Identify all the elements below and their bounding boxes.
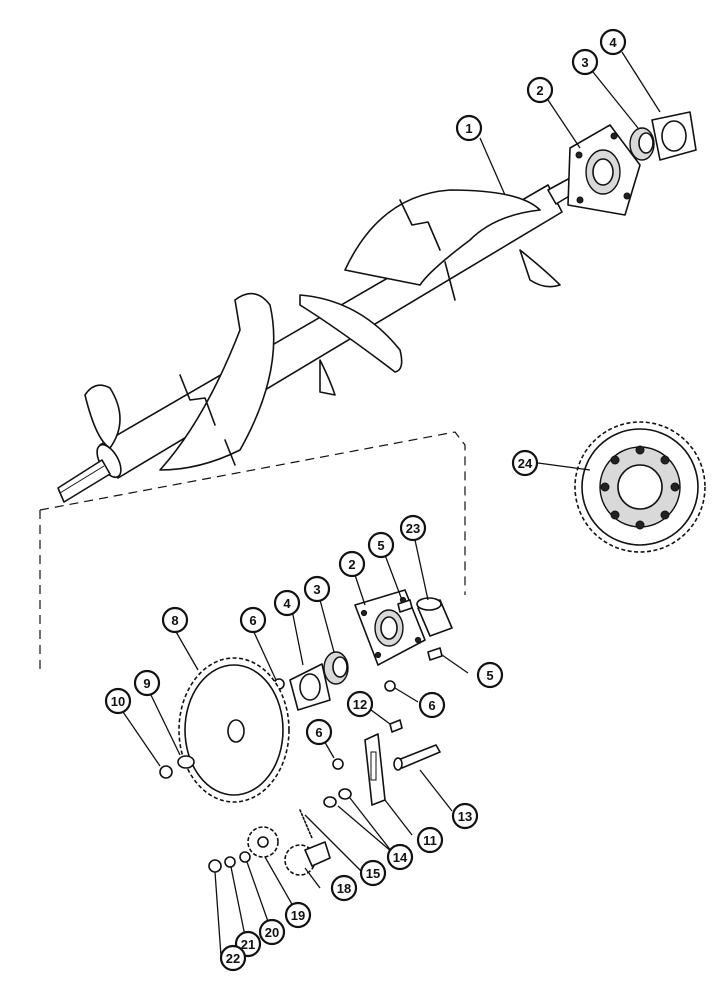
washers-and-nut-stack [208, 851, 251, 873]
callout-number: 22 [226, 951, 240, 966]
callout-number: 8 [171, 613, 178, 628]
callout-2: 2 [526, 76, 554, 104]
callout-number: 1 [465, 121, 472, 136]
callout-23: 23 [399, 514, 427, 542]
callout-number: 5 [377, 538, 384, 553]
callout-circle [526, 76, 554, 104]
callout-8: 8 [161, 606, 189, 634]
upper-bearing-plate [567, 124, 641, 216]
callout-circle [258, 918, 286, 946]
callout-number: 2 [348, 557, 355, 572]
callout-circle [161, 606, 189, 634]
bushing [416, 597, 453, 637]
callout-3: 3 [303, 575, 331, 603]
callout-circle [305, 718, 333, 746]
callout-circle [239, 606, 267, 634]
assembly-dashed-line [39, 431, 466, 675]
callout-circle [133, 669, 161, 697]
callout-6: 6 [305, 718, 333, 746]
callout-number: 21 [241, 937, 255, 952]
callout-number: 5 [486, 668, 493, 683]
upper-flange [651, 111, 697, 161]
callout-20: 20 [258, 918, 286, 946]
callout-circle [599, 28, 627, 56]
callout-circle [104, 687, 132, 715]
lower-flange [289, 663, 331, 711]
callout-circle [359, 859, 387, 887]
callout-number: 9 [143, 676, 150, 691]
callout-circle [386, 843, 414, 871]
callout-number: 11 [423, 833, 437, 848]
callout-number: 23 [406, 521, 420, 536]
callout-number: 3 [313, 582, 320, 597]
idler-bracket [364, 733, 386, 806]
callout-circle [346, 690, 374, 718]
callout-number: 4 [609, 35, 617, 50]
callout-12: 12 [346, 690, 374, 718]
callout-circle [303, 575, 331, 603]
callout-circle [284, 901, 312, 929]
callout-number: 14 [393, 850, 408, 865]
callout-circle [399, 514, 427, 542]
callout-number: 24 [518, 456, 533, 471]
callout-22: 22 [219, 944, 247, 972]
callout-6: 6 [239, 606, 267, 634]
callout-number: 13 [458, 809, 472, 824]
callout-1: 1 [455, 114, 483, 142]
callout-4: 4 [599, 28, 627, 56]
callout-circle [367, 531, 395, 559]
callout-number: 18 [337, 881, 351, 896]
callout-13: 13 [451, 802, 479, 830]
callout-number: 20 [265, 925, 279, 940]
small-parts [299, 719, 403, 839]
callout-2: 2 [338, 550, 366, 578]
callout-11: 11 [416, 826, 444, 854]
callout-number: 2 [536, 83, 543, 98]
callout-number: 15 [366, 866, 380, 881]
callout-5: 5 [367, 531, 395, 559]
callout-number: 12 [353, 697, 367, 712]
callout-3: 3 [571, 48, 599, 76]
callout-circle [330, 874, 358, 902]
callout-10: 10 [104, 687, 132, 715]
callout-number: 6 [315, 725, 322, 740]
callout-circle [455, 114, 483, 142]
lower-bearing-plate [354, 589, 426, 666]
callout-9: 9 [133, 669, 161, 697]
auger-assembly [57, 177, 577, 503]
callout-number: 10 [111, 694, 125, 709]
callout-24: 24 [511, 449, 539, 477]
callout-circle [273, 589, 301, 617]
callout-number: 6 [428, 698, 435, 713]
callout-number: 4 [283, 596, 291, 611]
callout-15: 15 [359, 859, 387, 887]
upper-bearing [629, 127, 655, 161]
callout-circle [511, 449, 539, 477]
large-driven-sprocket [178, 657, 290, 803]
washer-and-nut [159, 755, 195, 779]
callout-circle [418, 691, 446, 719]
callout-number: 6 [249, 613, 256, 628]
callout-circle [219, 944, 247, 972]
callout-circle [451, 802, 479, 830]
lower-bearing [323, 651, 349, 685]
callout-circle [476, 661, 504, 689]
callout-18: 18 [330, 874, 358, 902]
callout-19: 19 [284, 901, 312, 929]
callout-6: 6 [418, 691, 446, 719]
callout-circle [416, 826, 444, 854]
callout-number: 19 [291, 908, 305, 923]
callout-5: 5 [476, 661, 504, 689]
cap-screws [397, 599, 443, 661]
sprocket-hub-assembly [574, 421, 706, 553]
callout-circle [571, 48, 599, 76]
callout-circle [338, 550, 366, 578]
callout-number: 3 [581, 55, 588, 70]
callout-4: 4 [273, 589, 301, 617]
callout-14: 14 [386, 843, 414, 871]
idler-sprockets [247, 826, 331, 876]
bolt [393, 744, 441, 771]
